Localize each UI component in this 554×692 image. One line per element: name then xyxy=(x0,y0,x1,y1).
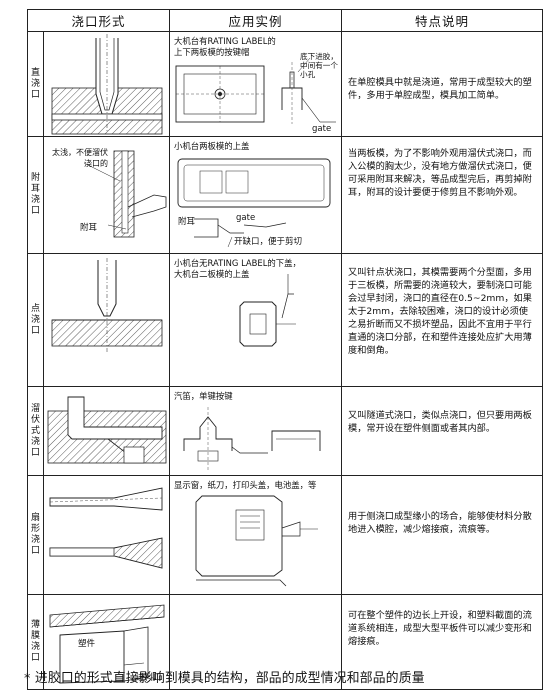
too-shallow-note: 太浅，不便溜伏浇口的 xyxy=(52,148,108,168)
row-description: 用于侧浇口成型缘小的场合，能够使材料分散地进入模腔，减少熔接痕，流痕等。 xyxy=(341,475,543,595)
example-tab-gate: 小机台两板模的上盖 附耳 gate 开缺口，便于剪切 xyxy=(169,136,343,254)
submarine-gate-illustration xyxy=(47,396,167,464)
table-row: 点浇口 小机台无RATING LABEL的下盖，大机台二板模的上盖 又叫针点状浇… xyxy=(27,253,543,387)
drawing-direct-gate xyxy=(42,31,171,137)
header-features: 特点说明 xyxy=(341,9,543,32)
gate-label: gate xyxy=(312,124,332,134)
table-row: 扇形浇口 显示窗，纸刀，打印头盖，电池盖，等 用于侧浇 xyxy=(27,475,543,595)
drawing-tab-gate: 太浅，不便溜伏浇口的 附耳 xyxy=(42,136,171,254)
example-direct-gate: 大机台有RATING LABEL的上下两板模的按键帽 底下进胶，中间有一个小孔 … xyxy=(169,31,343,137)
example-fan-gate: 显示窗，纸刀，打印头盖，电池盖，等 xyxy=(169,475,343,595)
footnote: * 进胶口的形式直接影响到模具的结构，部品的成型情况和部品的质量 xyxy=(24,671,425,686)
row-description: 又叫隧道式浇口，类似点浇口，但只要用两板模，常开设在塑件侧面或者其内部。 xyxy=(341,386,543,476)
example-caption: 小机台两板模的上盖 xyxy=(174,141,250,151)
film-gate-illustration xyxy=(49,604,165,684)
inlet-label: 进料口 xyxy=(136,673,162,683)
row-type-label: 点浇口 xyxy=(27,253,44,387)
table-row: 直浇口 大机台有RATING LABEL的上下两板模的按键帽 xyxy=(27,31,543,137)
row-type-label: 直浇口 xyxy=(27,31,44,137)
example-caption: 汽笛，单键按键 xyxy=(174,391,233,401)
header-gate-type: 浇口形式 xyxy=(26,9,171,32)
fan-gate-illustration xyxy=(49,487,163,569)
example-caption: 小机台无RATING LABEL的下盖，大机台二板模的上盖 xyxy=(174,258,301,279)
bottom-cover-drawing xyxy=(239,274,297,347)
tab-label: 附耳 xyxy=(178,217,196,227)
example-caption: 显示窗，纸刀，打印头盖，电池盖，等 xyxy=(174,480,317,490)
gate-label: gate xyxy=(236,213,256,223)
notch-note: 开缺口，便于剪切 xyxy=(234,237,303,247)
drawing-film-gate: 塑件 进料口 xyxy=(42,594,171,690)
header-example: 应用实例 xyxy=(169,9,343,32)
drawing-submarine-gate xyxy=(42,386,171,476)
direct-gate-illustration xyxy=(51,34,163,135)
example-pinpoint-gate: 小机台无RATING LABEL的下盖，大机台二板模的上盖 xyxy=(169,253,343,387)
bottom-gate-note: 底下进胶，中间有一个小孔 xyxy=(300,52,338,79)
example-film-gate xyxy=(169,594,343,690)
example-caption: 大机台有RATING LABEL的上下两板模的按键帽 xyxy=(174,36,276,57)
drawing-fan-gate xyxy=(42,475,171,595)
part-label: 塑件 xyxy=(78,639,96,649)
table-row: 薄膜浇口 塑件 进料口 可在整个塑件的边长上开设，和塑料截面的流道系统相连，成型… xyxy=(27,594,543,690)
tab-label: 附耳 xyxy=(80,223,98,233)
gate-type-table: 浇口形式 应用实例 特点说明 直浇口 大机台有RATING LABEL的上下两板… xyxy=(26,9,543,690)
battery-cover-drawing xyxy=(195,495,319,587)
table-row: 附耳浇口 太浅，不便溜伏浇口的 附耳 小机台两板模的上盖 xyxy=(27,136,543,254)
row-description: 在单腔模具中就是浇道，常用于成型较大的塑件，多用于单腔成型，模具加工简单。 xyxy=(341,31,543,137)
drawing-pinpoint-gate xyxy=(42,253,171,387)
row-description: 可在整个塑件的边长上开设，和塑料截面的流道系统相连，成型大型平板件可以减少变形和… xyxy=(341,594,543,690)
keycap-drawing xyxy=(175,57,337,124)
row-type-label: 溜伏式浇口 xyxy=(27,386,44,476)
tab-gate-illustration xyxy=(83,150,167,238)
row-type-label: 薄膜浇口 xyxy=(27,594,44,690)
row-description: 又叫针点状浇口，其模需要两个分型面，多用于三板模，所需要的浇道较大，要制浇口可能… xyxy=(341,253,543,387)
row-type-label: 附耳浇口 xyxy=(27,136,44,254)
top-cover-drawing xyxy=(177,158,331,248)
row-description: 当两板模，为了不影响外观用溜伏式浇口，而入公模的胸太少，没有地方做溜伏式浇口，便… xyxy=(341,136,543,254)
example-submarine-gate: 汽笛，单键按键 xyxy=(169,386,343,476)
horn-key-drawing xyxy=(183,407,321,471)
table-row: 溜伏式浇口 汽笛，单键按键 又叫隧道式浇口，类似点浇口，但只要用两板模，常开设在… xyxy=(27,386,543,476)
row-type-label: 扇形浇口 xyxy=(27,475,44,595)
pinpoint-gate-illustration xyxy=(51,258,163,354)
table-header-row: 浇口形式 应用实例 特点说明 xyxy=(26,9,543,32)
